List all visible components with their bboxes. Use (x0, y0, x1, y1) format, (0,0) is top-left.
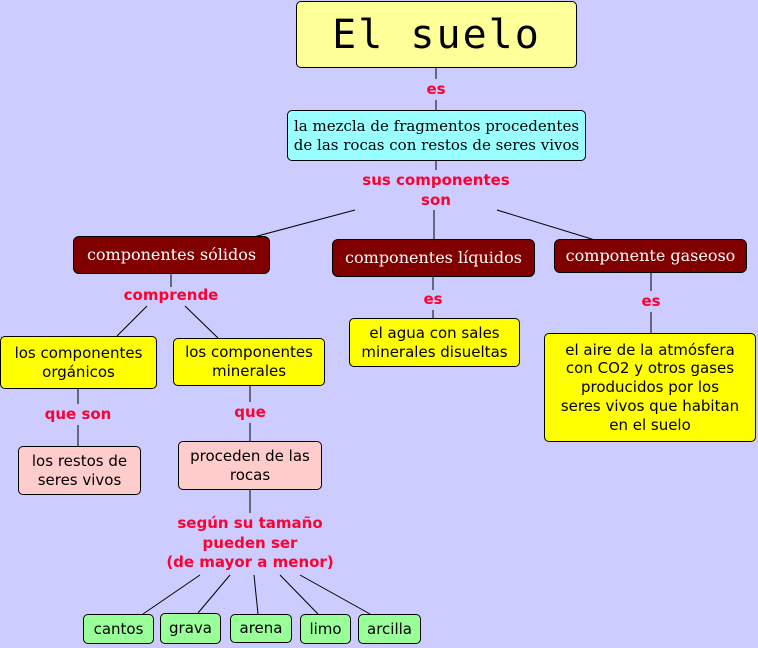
link-que: que (234, 403, 266, 421)
link-comprende: comprende (123, 286, 219, 304)
title-node: El suelo (296, 1, 577, 68)
limo-node: limo (300, 614, 351, 644)
gas-component-node: componente gaseoso (554, 239, 747, 273)
grava-node: grava (160, 613, 221, 644)
link-sus-componentes: sus componentes son (362, 171, 510, 209)
solid-components-node: componentes sólidos (73, 236, 270, 274)
link-que-son: que son (44, 405, 112, 423)
mineral-components-node: los componentes minerales (173, 338, 325, 386)
link-es-gas: es (641, 292, 661, 310)
definition-node: la mezcla de fragmentos procedentes de l… (287, 110, 586, 161)
arena-node: arena (230, 614, 292, 643)
liquid-components-node: componentes líquidos (332, 239, 535, 277)
link-size: según su tamaño pueden ser (de mayor a m… (166, 514, 334, 571)
air-node: el aire de la atmósfera con CO2 y otros … (544, 333, 756, 442)
link-es-title: es (426, 80, 446, 98)
link-es-liquid: es (423, 290, 443, 308)
cantos-node: cantos (83, 614, 154, 644)
remains-node: los restos de seres vivos (18, 446, 141, 495)
water-node: el agua con sales minerales disueltas (349, 318, 520, 367)
organic-components-node: los componentes orgánicos (0, 336, 157, 389)
arcilla-node: arcilla (358, 614, 421, 644)
rocks-origin-node: proceden de las rocas (178, 441, 322, 490)
